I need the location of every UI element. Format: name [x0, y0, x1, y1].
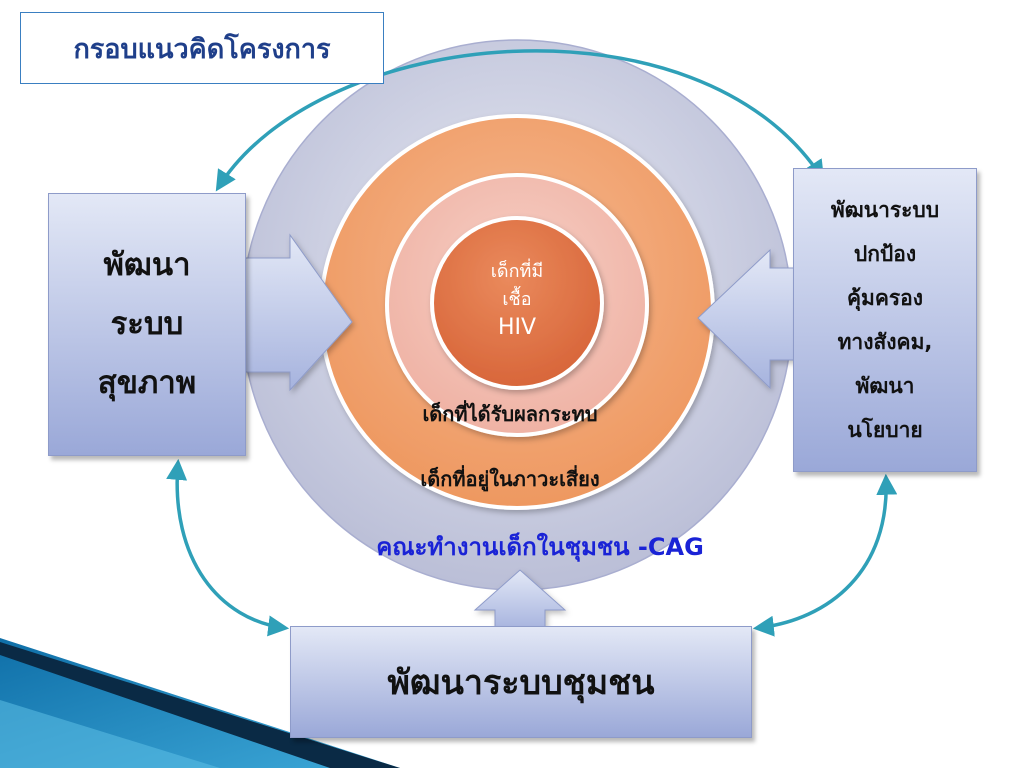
- core-circle-label: เด็กที่มี เชื้อ HIV: [432, 258, 602, 342]
- left-connector-arrow: [166, 458, 290, 637]
- health-system-box: พัฒนา ระบบ สุขภาพ: [48, 193, 246, 456]
- page-title: กรอบแนวคิดโครงการ: [73, 33, 331, 65]
- left-arrow-shape: [239, 233, 353, 392]
- core-circle: [430, 216, 604, 390]
- social-protection-line: นโยบาย: [847, 418, 923, 442]
- title-box: กรอบแนวคิดโครงการ: [20, 12, 384, 84]
- social-protection-line: ทางสังคม,: [837, 330, 933, 354]
- affected-children-label: เด็กที่ได้รับผลกระทบ: [422, 402, 598, 426]
- social-protection-line: พัฒนาระบบ: [830, 198, 940, 222]
- community-system-label: พัฒนาระบบชุมชน: [387, 663, 655, 703]
- social-protection-line: พัฒนา: [855, 374, 915, 398]
- core-label-hiv: HIV: [497, 315, 537, 340]
- community-system-box: พัฒนาระบบชุมชน: [290, 626, 752, 738]
- health-system-line: ระบบ: [110, 306, 184, 342]
- core-label-line: เด็กที่มี: [490, 261, 544, 282]
- core-label-line: เชื้อ: [502, 289, 532, 310]
- social-protection-line: ปกป้อง: [853, 242, 917, 266]
- health-system-line: พัฒนา: [103, 247, 191, 283]
- cag-label: คณะทำงานเด็กในชุมชน -CAG: [376, 533, 704, 561]
- health-system-line: สุขภาพ: [97, 365, 197, 401]
- social-protection-line: คุ้มครอง: [846, 286, 924, 310]
- at-risk-children-label: เด็กที่อยู่ในภาวะเสี่ยง: [420, 467, 600, 491]
- social-protection-box: พัฒนาระบบ ปกป้อง คุ้มครอง ทางสังคม, พัฒน…: [793, 168, 977, 472]
- right-connector-arrow: [752, 473, 898, 637]
- top-connector-arrow: [215, 49, 825, 192]
